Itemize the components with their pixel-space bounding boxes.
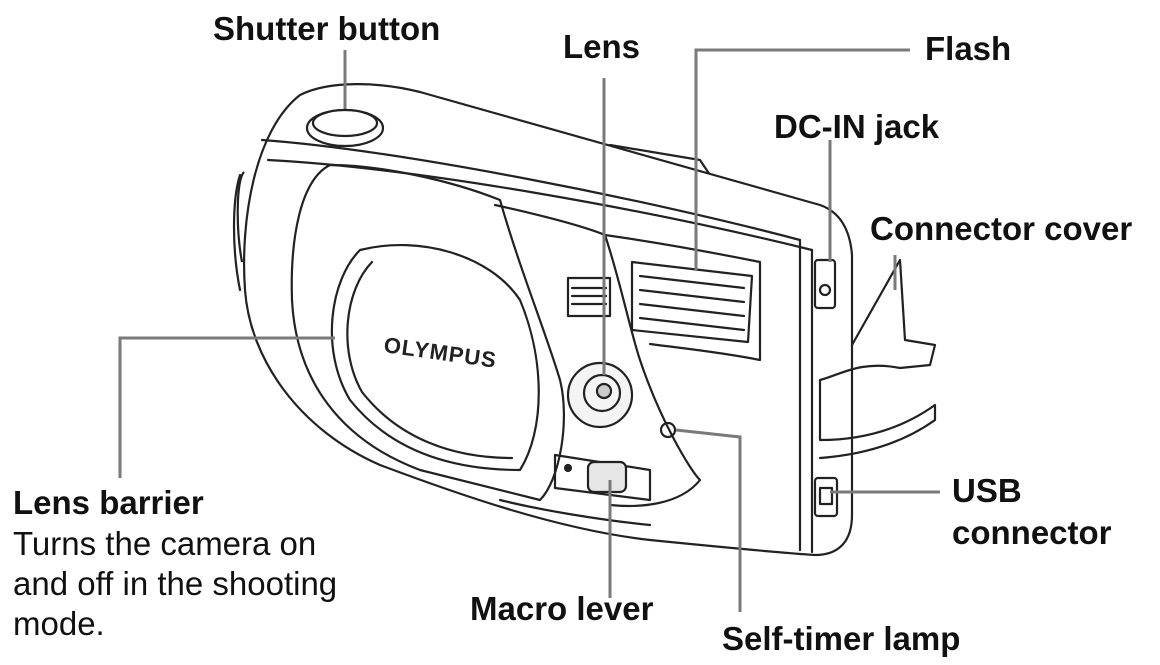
- flash-panel-2: [603, 233, 762, 362]
- camera-back-edge: [232, 173, 242, 292]
- label-self-timer-lamp: Self-timer lamp: [722, 620, 961, 657]
- leader-self-timer-lamp: [675, 428, 742, 612]
- flash-panel: [493, 203, 702, 508]
- label-usb-connector: USB connector: [952, 472, 1112, 551]
- bottom-edge: [498, 498, 652, 527]
- label-connector-cover: Connector cover: [870, 210, 1133, 247]
- leader-lens-barrier: [118, 336, 335, 478]
- lens-barrier-outline: [330, 243, 540, 472]
- connector-cover-flap: [818, 258, 937, 460]
- label-lens: Lens: [563, 28, 641, 65]
- flash-window: [630, 260, 754, 344]
- dc-in-jack-port: [813, 258, 837, 310]
- macro-lever: [586, 460, 628, 494]
- label-dc-in-jack: DC-IN jack: [774, 108, 940, 145]
- front-panel: [290, 163, 566, 502]
- lens-barrier-inner: [346, 260, 514, 460]
- usb-connector-port: [813, 476, 839, 518]
- label-lens-barrier-description: Turns the camera on and off in the shoot…: [13, 525, 338, 642]
- top-ridge-1: [260, 138, 802, 242]
- label-macro-lever: Macro lever: [470, 590, 654, 627]
- label-lens-barrier: Lens barrier: [13, 484, 204, 521]
- label-shutter-button: Shutter button: [213, 10, 441, 47]
- label-flash: Flash: [925, 30, 1012, 67]
- self-timer-lamp-dot: [659, 421, 677, 439]
- leader-flash: [694, 48, 910, 270]
- lens-center: [595, 382, 613, 400]
- lens-inner-ring: [582, 373, 622, 413]
- viewfinder-window: [566, 276, 612, 318]
- top-bump: [608, 143, 714, 180]
